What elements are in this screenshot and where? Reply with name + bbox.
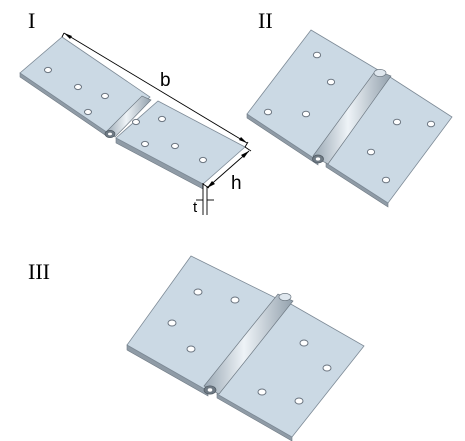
hinge-iii-left-leaf	[126, 255, 281, 397]
hinge-i: I	[19, 8, 252, 216]
dimension-t-label: t	[193, 199, 198, 216]
dimension-b: b	[61, 32, 249, 148]
dimension-b-label: b	[160, 70, 171, 91]
dimension-h-label: h	[231, 173, 242, 194]
hinge-ii: II	[246, 8, 453, 208]
hinge-iii: III	[28, 255, 365, 441]
hinge-ii-knuckle	[312, 69, 392, 165]
hinge-ii-label: II	[258, 8, 273, 33]
hinge-iii-label: III	[28, 259, 50, 284]
dimension-t: t	[193, 183, 214, 216]
hinge-iii-knuckle	[203, 293, 294, 395]
hinge-iii-right-leaf	[216, 302, 365, 441]
hinge-i-label: I	[28, 8, 35, 33]
hinge-i-right-leaf	[115, 100, 246, 190]
dimension-h: h	[202, 146, 252, 194]
hinge-i-left-leaf	[19, 36, 151, 138]
hinge-i-knuckle	[104, 95, 152, 138]
